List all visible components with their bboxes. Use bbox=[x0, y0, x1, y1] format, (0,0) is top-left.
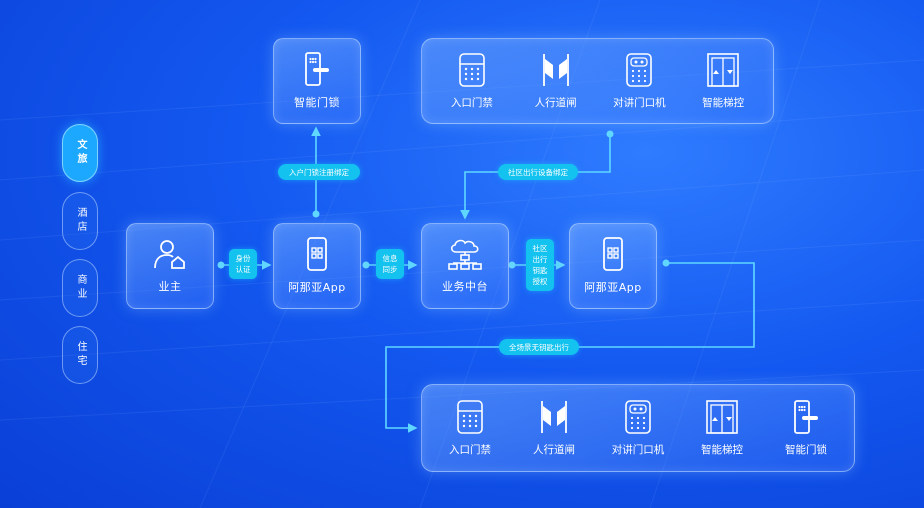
device-label: 人行道闸 bbox=[534, 96, 577, 109]
pill-keyless-travel: 全场景无钥匙出行 bbox=[499, 339, 579, 355]
pill-identity-auth: 身份认证 bbox=[229, 249, 257, 279]
device-entry-access: 入口门禁 bbox=[430, 52, 514, 110]
device-label: 对讲门口机 bbox=[611, 443, 665, 456]
device-label: 智能梯控 bbox=[702, 96, 745, 109]
mobile-app-icon bbox=[307, 237, 327, 271]
side-tab-commercial[interactable]: 商业 bbox=[62, 259, 98, 317]
app-left-node: 阿那亚App bbox=[273, 223, 361, 309]
pill-community-key-auth: 社区出行钥匙授权 bbox=[526, 239, 554, 291]
pill-community-device-binding: 社区出行设备绑定 bbox=[498, 164, 578, 180]
device-pedestrian-gate: 人行道闸 bbox=[512, 400, 596, 457]
cloud-network-icon bbox=[448, 239, 482, 270]
bottom-device-group: 入口门禁 人行道闸 对讲门口机 智能梯控 bbox=[421, 384, 855, 472]
device-intercom: 对讲门口机 bbox=[596, 399, 680, 457]
device-label: 智能门锁 bbox=[785, 443, 827, 456]
intercom-icon bbox=[625, 399, 651, 434]
device-label: 人行道闸 bbox=[533, 443, 575, 456]
pill-info-sync: 信息同步 bbox=[376, 249, 404, 279]
app-right-label: 阿那亚App bbox=[584, 281, 642, 294]
keypad-icon bbox=[457, 399, 483, 434]
side-tab-residential[interactable]: 住宅 bbox=[62, 326, 98, 384]
device-label: 智能梯控 bbox=[701, 443, 743, 456]
device-entry-access: 入口门禁 bbox=[428, 399, 512, 457]
device-smart-lock: 智能门锁 bbox=[764, 399, 848, 457]
smart-lock-icon bbox=[794, 399, 818, 434]
mobile-app-icon bbox=[603, 237, 623, 271]
smart-lock-node: 智能门锁 bbox=[273, 38, 361, 124]
side-tab-hotel[interactable]: 酒店 bbox=[62, 192, 98, 250]
smart-lock-icon bbox=[305, 52, 329, 86]
turnstile-gate-icon bbox=[541, 400, 567, 433]
device-label: 入口门禁 bbox=[449, 443, 491, 456]
owner-label: 业主 bbox=[158, 280, 182, 293]
device-elevator-control: 智能梯控 bbox=[680, 399, 764, 457]
side-tab-wenlv[interactable]: 文旅 bbox=[62, 124, 98, 182]
elevator-icon bbox=[706, 399, 738, 434]
smart-lock-label: 智能门锁 bbox=[294, 96, 340, 109]
device-intercom: 对讲门口机 bbox=[598, 52, 682, 110]
device-label: 对讲门口机 bbox=[613, 96, 666, 109]
elevator-icon bbox=[707, 52, 739, 87]
pill-door-lock-binding: 入户门锁注册绑定 bbox=[278, 164, 360, 180]
middle-platform-node: 业务中台 bbox=[421, 223, 509, 309]
device-elevator-control: 智能梯控 bbox=[681, 52, 765, 110]
turnstile-gate-icon bbox=[542, 53, 569, 86]
device-label: 入口门禁 bbox=[450, 96, 493, 109]
top-device-group: 入口门禁 人行道闸 对讲门口机 智能梯控 bbox=[421, 38, 774, 124]
device-pedestrian-gate: 人行道闸 bbox=[514, 53, 598, 110]
app-left-label: 阿那亚App bbox=[288, 281, 346, 294]
intercom-icon bbox=[626, 52, 653, 87]
keypad-icon bbox=[459, 52, 485, 87]
app-right-node: 阿那亚App bbox=[569, 223, 657, 309]
owner-node: 业主 bbox=[126, 223, 214, 309]
middle-platform-label: 业务中台 bbox=[442, 280, 488, 293]
user-home-icon bbox=[154, 240, 185, 269]
